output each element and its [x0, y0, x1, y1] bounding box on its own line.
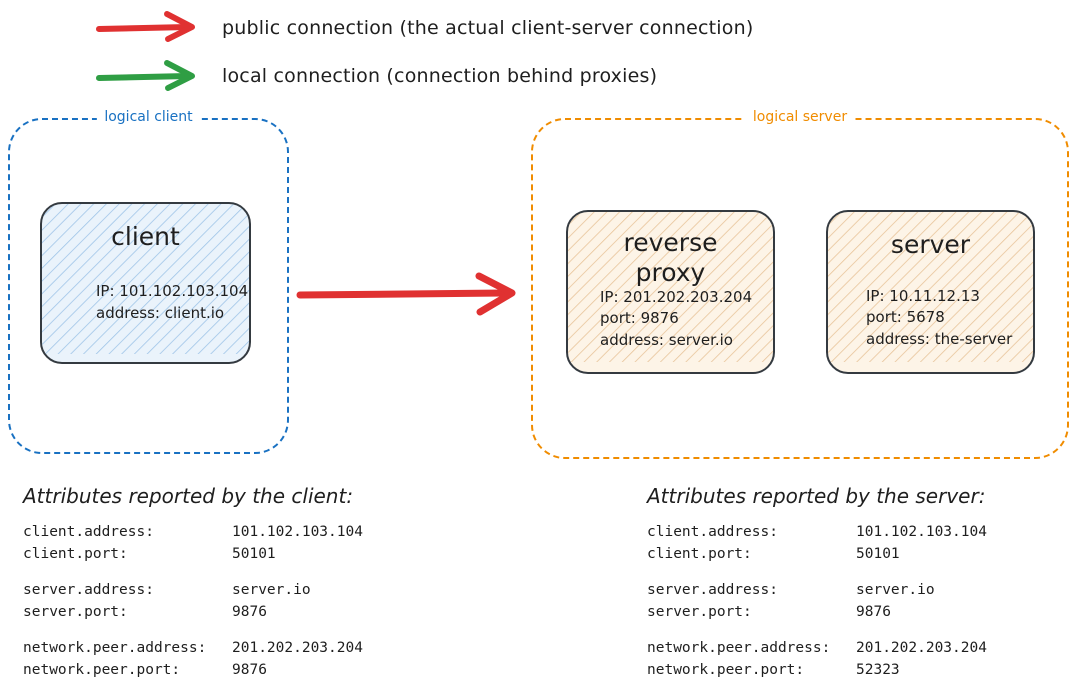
attributes-server-table: client.address: 101.102.103.104 client.p…: [647, 521, 1077, 681]
node-client-title: client: [111, 222, 180, 251]
attribute-key: network.peer.port:: [647, 662, 805, 679]
node-server-detail-address: address: the-server: [866, 329, 1013, 348]
attribute-value: 50101: [232, 546, 276, 563]
attribute-value: 9876: [232, 662, 267, 679]
node-server-title: server: [890, 230, 971, 259]
attribute-value: 101.102.103.104: [856, 524, 987, 540]
legend-label-public-connection: public connection (the actual client-ser…: [222, 17, 754, 39]
node-client[interactable]: client IP: 101.102.103.104 address: clie…: [40, 202, 251, 364]
attributes-server-panel: Attributes reported by the server: clien…: [647, 484, 1077, 681]
arrow-right-icon: [96, 11, 195, 42]
attribute-key: client.port:: [23, 546, 128, 563]
attribute-group: server.address: server.io server.port: 9…: [647, 579, 1077, 623]
public-connection-arrow: [296, 272, 516, 316]
attribute-group: network.peer.address: 201.202.203.204 ne…: [23, 637, 493, 681]
attribute-value: 50101: [856, 546, 900, 563]
arrow-right-icon: [96, 60, 195, 91]
attribute-group: network.peer.address: 201.202.203.204 ne…: [647, 637, 1077, 681]
logical-client-group-label: logical client: [96, 109, 201, 125]
node-server-details: IP: 10.11.12.13 port: 5678 address: the-…: [844, 286, 1017, 350]
attribute-group: server.address: server.io server.port: 9…: [23, 579, 493, 623]
attributes-client-table: client.address: 101.102.103.104 client.p…: [23, 521, 493, 681]
attribute-row: network.peer.port: 52323: [647, 659, 1077, 681]
attribute-key: network.peer.address:: [647, 640, 831, 657]
attribute-key: client.port:: [647, 546, 752, 563]
attribute-value: 201.202.203.204: [232, 640, 363, 657]
node-client-details: IP: 101.102.103.104 address: client.io: [58, 281, 249, 324]
legend: public connection (the actual client-ser…: [0, 0, 1080, 105]
attributes-client-heading: Attributes reported by the client:: [23, 484, 354, 508]
attribute-row: server.port: 9876: [23, 601, 493, 623]
attribute-value: 52323: [856, 662, 900, 679]
logical-server-group: logical server: [531, 109, 1069, 459]
attribute-value: 9876: [232, 604, 267, 621]
attribute-key: server.address:: [647, 582, 778, 599]
node-reverse-proxy-detail-port: port: 9876: [600, 309, 679, 328]
attribute-row: client.address: 101.102.103.104: [23, 521, 493, 543]
attribute-value: 101.102.103.104: [232, 524, 363, 540]
node-server[interactable]: server IP: 10.11.12.13 port: 5678 addres…: [826, 210, 1035, 374]
attribute-key: client.address:: [23, 524, 154, 540]
attribute-row: server.address: server.io: [647, 579, 1077, 601]
attribute-row: server.port: 9876: [647, 601, 1077, 623]
attribute-row: network.peer.port: 9876: [23, 659, 493, 681]
attribute-value: server.io: [232, 582, 311, 599]
attribute-group: client.address: 101.102.103.104 client.p…: [23, 521, 493, 565]
attribute-key: client.address:: [647, 524, 778, 540]
node-client-detail-ip: IP: 101.102.103.104: [96, 282, 249, 301]
attribute-value: 201.202.203.204: [856, 640, 987, 657]
node-reverse-proxy-detail-ip: IP: 201.202.203.204: [600, 288, 753, 306]
attributes-client-panel: Attributes reported by the client: clien…: [23, 484, 493, 681]
attribute-key: network.peer.port:: [23, 662, 181, 679]
logical-client-group: logical client: [8, 109, 289, 454]
attribute-key: network.peer.address:: [23, 640, 207, 657]
attribute-row: client.address: 101.102.103.104: [647, 521, 1077, 543]
attribute-key: server.port:: [23, 604, 128, 621]
attribute-row: network.peer.address: 201.202.203.204: [647, 637, 1077, 659]
attribute-key: server.address:: [23, 582, 154, 599]
attribute-row: client.port: 50101: [23, 543, 493, 565]
logical-server-group-label: logical server: [744, 109, 856, 125]
attribute-row: client.port: 50101: [647, 543, 1077, 565]
node-server-detail-port: port: 5678: [866, 308, 945, 327]
attribute-value: 9876: [856, 604, 891, 621]
attribute-group: client.address: 101.102.103.104 client.p…: [647, 521, 1077, 565]
attributes-server-heading: Attributes reported by the server:: [647, 484, 986, 508]
node-reverse-proxy-detail-address: address: server.io: [600, 330, 733, 349]
node-reverse-proxy-details: IP: 201.202.203.204 port: 9876 address: …: [584, 287, 757, 351]
node-reverse-proxy-title: reverse proxy: [623, 228, 718, 287]
attribute-row: network.peer.address: 201.202.203.204: [23, 637, 493, 659]
attribute-key: server.port:: [647, 604, 752, 621]
node-reverse-proxy[interactable]: reverse proxy IP: 201.202.203.204 port: …: [566, 210, 775, 374]
legend-label-local-connection: local connection (connection behind prox…: [222, 65, 658, 87]
node-server-detail-ip: IP: 10.11.12.13: [866, 287, 980, 306]
node-client-detail-address: address: client.io: [96, 303, 225, 322]
attribute-row: server.address: server.io: [23, 579, 493, 601]
attribute-value: server.io: [856, 582, 935, 599]
